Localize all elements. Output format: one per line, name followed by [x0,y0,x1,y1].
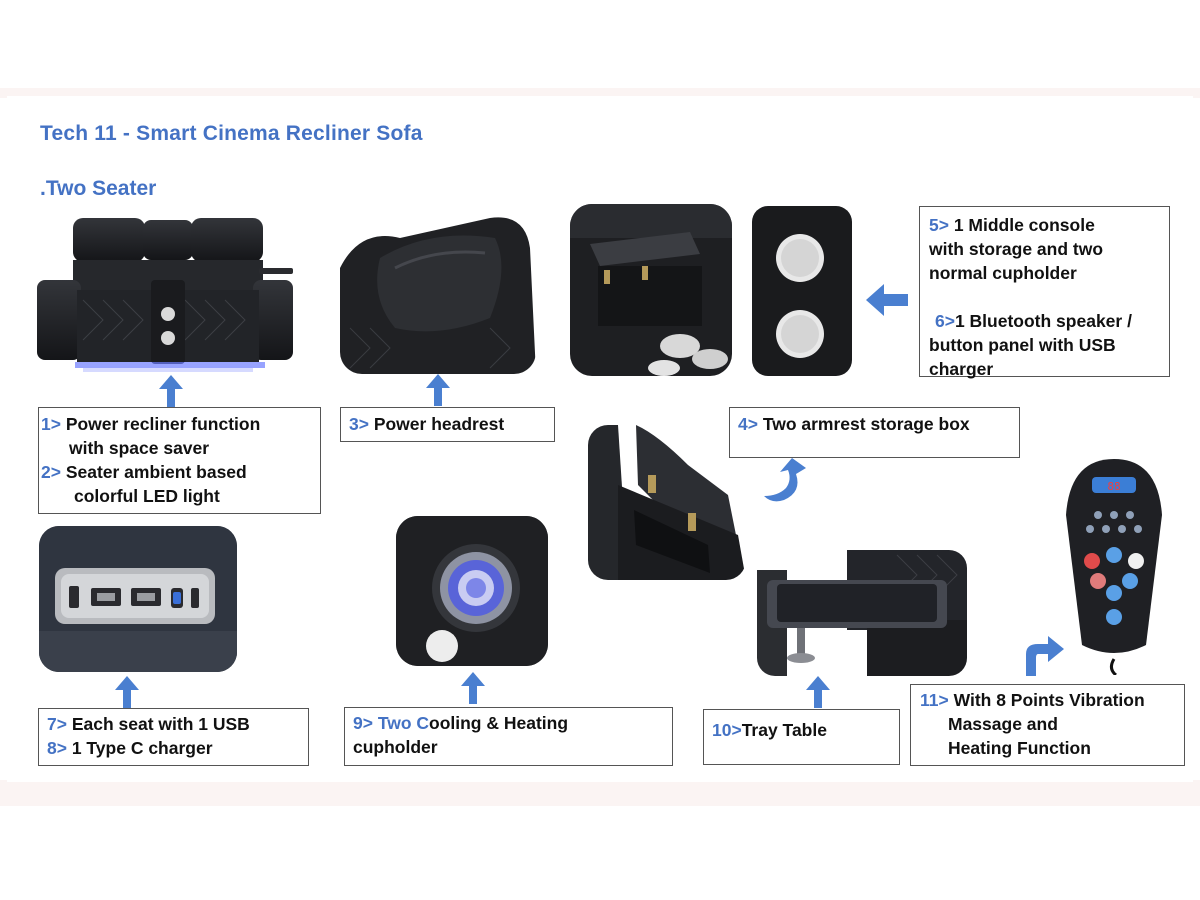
feature-11-line-3: Heating Function [948,738,1091,758]
feature-6-line-1: 6>1 Bluetooth speaker / [935,311,1132,331]
feature-11-line-1: With 8 Points Vibration [948,690,1145,710]
page-subtitle: .Two Seater [40,177,157,200]
feature-1-line-2: with space saver [69,438,210,458]
feature-4-text: Two armrest storage box [757,414,970,434]
armrest-storage-photo [588,425,746,580]
feature-box-9: 9> Two Cooling & Heating cupholder [344,707,673,766]
feature-6-line-3: charger [929,359,994,379]
arrow-up-icon [806,676,830,708]
console-photo [570,204,732,376]
feature-box-5-6: 5> 1 Middle console with storage and two… [919,206,1170,379]
feature-box-10: 10>Tray Table [703,709,900,765]
cupholder-photo [396,516,548,666]
sofa-photo [33,210,301,380]
feature-box-3: 3> Power headrest [340,407,555,442]
feature-11-line-2: Massage and [948,714,1058,734]
feature-box-1-2: 1> Power recliner function with space sa… [38,407,321,514]
speaker-panel-photo [752,206,852,376]
headrest-photo [340,208,536,374]
feature-2-line-2: colorful LED light [74,486,220,506]
feature-5-line-3: normal cupholder [929,263,1077,283]
arrow-up-icon [115,676,139,708]
feature-6-line-2: button panel with USB [929,335,1116,355]
feature-2-line-1: 2> Seater ambient based [41,462,247,482]
usb-charger-photo [39,526,237,672]
arrow-up-icon [461,672,485,704]
feature-box-7-8: 7> Each seat with 1 USB 8> 1 Type C char… [38,708,309,766]
feature-1-line-1: 1> Power recliner function [41,414,261,434]
remote-display: 88 [1107,480,1120,493]
feature-8-text: 1 Type C charger [66,738,213,758]
arrow-up-icon [426,374,450,406]
bottom-band [0,780,1200,806]
feature-5-line-1: 5> 1 Middle console [929,215,1095,235]
arrow-up-icon [159,375,183,407]
curved-arrow-icon [764,458,806,502]
feature-3-text: Power headrest [368,414,505,434]
feature-box-11: 11> With 8 Points Vibration Massage and … [910,684,1185,766]
page-title: Tech 11 - Smart Cinema Recliner Sofa [40,122,423,145]
feature-7-text: Each seat with 1 USB [66,714,250,734]
feature-10-text: Tray Table [741,720,827,740]
massage-remote-photo: 88 [1058,455,1170,675]
tray-table-photo [757,550,967,676]
feature-9-line-2: cupholder [353,737,438,757]
feature-box-4: 4> Two armrest storage box [729,407,1020,458]
top-band [0,88,1200,98]
feature-5-line-2: with storage and two [929,239,1104,259]
feature-9-line-1: ooling & Heating [429,713,569,733]
bent-arrow-icon [1026,636,1064,676]
arrow-left-icon [866,284,908,316]
